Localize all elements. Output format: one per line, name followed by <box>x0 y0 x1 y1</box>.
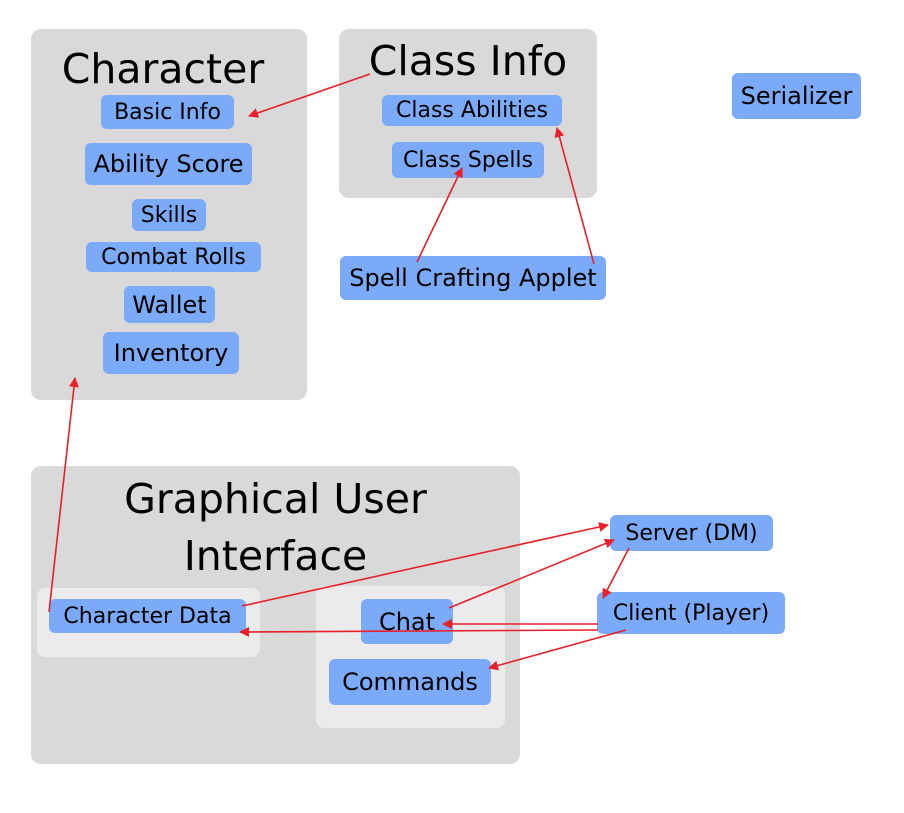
skills-node[interactable]: Skills <box>132 199 206 231</box>
commands-node[interactable]: Commands <box>329 659 491 705</box>
wallet-node[interactable]: Wallet <box>124 286 215 323</box>
server-node[interactable]: Server (DM) <box>610 515 773 551</box>
gui-title-line2: Interface <box>183 532 368 580</box>
client-node[interactable]: Client (Player) <box>597 592 785 634</box>
arrow-server-to-client <box>602 547 630 599</box>
spell-crafting-applet-node[interactable]: Spell Crafting Applet <box>340 256 606 300</box>
chat-node[interactable]: Chat <box>361 599 453 644</box>
class-spells-node[interactable]: Class Spells <box>392 142 544 178</box>
character-title: Character <box>61 45 265 93</box>
gui-title-line1: Graphical User <box>124 475 427 523</box>
basic-info-node[interactable]: Basic Info <box>101 95 234 129</box>
combat-rolls-node[interactable]: Combat Rolls <box>86 242 261 272</box>
inventory-node[interactable]: Inventory <box>103 332 239 374</box>
serializer-node[interactable]: Serializer <box>732 73 861 119</box>
ability-score-node[interactable]: Ability Score <box>85 143 252 185</box>
class-abilities-node[interactable]: Class Abilities <box>382 95 562 126</box>
character-data-node[interactable]: Character Data <box>49 599 246 633</box>
class-info-title: Class Info <box>368 37 568 85</box>
